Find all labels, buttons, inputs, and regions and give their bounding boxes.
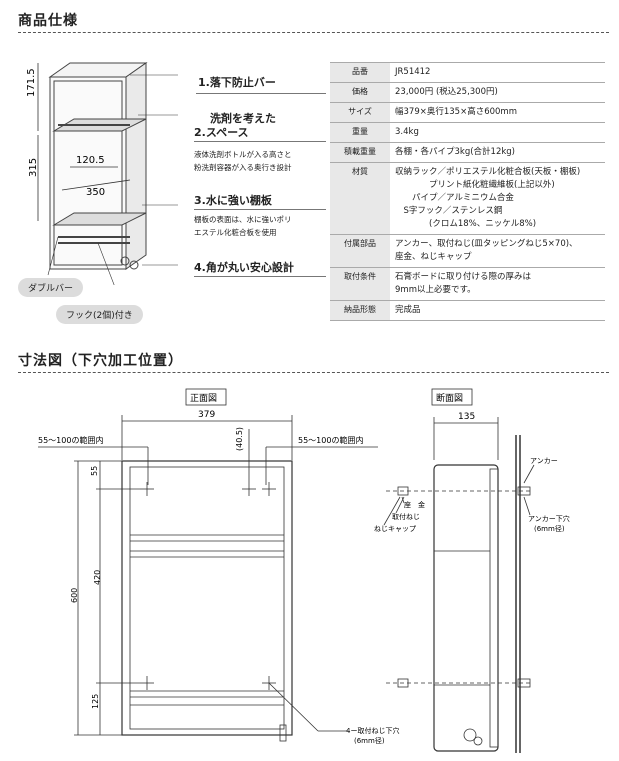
front-range-right: 55〜100の範囲内 xyxy=(298,435,363,445)
feature-3-underline xyxy=(194,209,326,210)
spec-value: 幅379×奥行135×高さ600mm xyxy=(390,102,605,123)
spec-value-line: 石膏ボードに取り付ける際の厚みは xyxy=(395,272,532,282)
feature-3-desc-line2: エステル化粧合板を使用 xyxy=(194,228,277,237)
feature-2-desc: 液体洗剤ボトルが入る高さと 粉洗剤容器が入る奥行き設計 xyxy=(194,148,292,174)
spec-row: 材質収納ラック／ポリエステル化粧合板(天板・棚板) プリント紙化粧繊維板(上記以… xyxy=(330,162,605,235)
feature-3-desc: 棚板の表面は、水に強いポリ エステル化粧合板を使用 xyxy=(194,213,292,239)
spec-key: 取付条件 xyxy=(330,267,390,301)
section-title-dimensions: 寸法図（下穴加工位置） xyxy=(18,353,183,369)
front-range-left: 55〜100の範囲内 xyxy=(38,435,103,445)
spec-key: 付属部品 xyxy=(330,234,390,268)
feature-1-title: 落下防止バー xyxy=(209,76,276,89)
feature-3-title: 水に強い棚板 xyxy=(205,194,272,207)
front-view-label: 正面図 xyxy=(190,393,217,404)
spec-row: 付属部品アンカー、取付ねじ(皿タッピングねじ5×70)、座金、ねじキャップ xyxy=(330,234,605,268)
spec-value-line: 完成品 xyxy=(395,305,421,315)
spec-row: 価格 23,000円 (税込25,300円) xyxy=(330,82,605,103)
spec-key: 積載重量 xyxy=(330,142,390,163)
spec-key: 価格 xyxy=(330,82,390,103)
section-divider xyxy=(18,32,609,33)
spec-value-line: S字フック／ステンレス鋼 xyxy=(395,206,503,216)
feature-1-underline xyxy=(196,93,326,94)
spec-value: 3.4kg xyxy=(390,122,605,143)
spec-value: 23,000円 (税込25,300円) xyxy=(390,82,605,103)
feature-2-underline xyxy=(194,141,326,142)
spec-value-line: 9mm以上必要です。 xyxy=(395,285,476,295)
side-anchor-hole1: アンカー下穴 xyxy=(528,514,570,523)
feature-4-num: 4. xyxy=(194,261,206,274)
section-title-spec: 商品仕様 xyxy=(18,13,78,29)
dim-label-315: 315 xyxy=(28,158,39,177)
spec-value: 石膏ボードに取り付ける際の厚みは 9mm以上必要です。 xyxy=(390,267,605,301)
front-hole-note2: (6mm径) xyxy=(354,736,385,745)
spec-row: 取付条件石膏ボードに取り付ける際の厚みは 9mm以上必要です。 xyxy=(330,267,605,301)
spec-row: 納品形態完成品 xyxy=(330,300,605,321)
spec-value: 収納ラック／ポリエステル化粧合板(天板・棚板) プリント紙化粧繊維板(上記以外)… xyxy=(390,162,605,235)
side-washer-label: 座 金 xyxy=(404,500,425,509)
spec-value: 完成品 xyxy=(390,300,605,321)
side-anchor-hole2: (6mm径) xyxy=(534,524,565,533)
front-height-420: 420 xyxy=(93,570,102,585)
spec-value: 各棚・各パイプ3kg(合計12kg) xyxy=(390,142,605,163)
spec-value-line: JR51412 xyxy=(395,67,431,77)
dim-label-1205: 120.5 xyxy=(76,155,105,166)
feature-3: 3.水に強い棚板 xyxy=(194,192,272,208)
spec-key: 材質 xyxy=(330,162,390,235)
feature-4-underline xyxy=(194,276,326,277)
spec-value-line: 収納ラック／ポリエステル化粧合板(天板・棚板) xyxy=(395,167,581,177)
dim-label-350: 350 xyxy=(86,187,105,198)
spec-key: 品番 xyxy=(330,62,390,83)
spec-value-line: 23,000円 (税込25,300円) xyxy=(395,87,498,97)
spec-value-line: 各棚・各パイプ3kg(合計12kg) xyxy=(395,147,515,157)
spec-row: 品番 JR51412 xyxy=(330,62,605,83)
feature-2: 2.スペース xyxy=(194,124,249,140)
feature-3-desc-line1: 棚板の表面は、水に強いポリ xyxy=(194,215,292,224)
side-anchor-label: アンカー xyxy=(530,457,558,465)
side-cap-label: ねじキャップ xyxy=(374,525,416,533)
feature-2-title-line1: 洗剤を考えた xyxy=(210,112,276,125)
feature-3-num: 3. xyxy=(194,194,206,207)
feature-4: 4.角が丸い安心設計 xyxy=(194,259,294,275)
side-depth-dim: 135 xyxy=(458,412,475,422)
side-view-label: 断面図 xyxy=(436,392,463,404)
section-divider-2 xyxy=(18,372,609,373)
front-width-dim: 379 xyxy=(198,410,215,420)
spec-value-line: (クロム18%、ニッケル8%) xyxy=(395,219,537,229)
spec-value-line: アンカー、取付ねじ(皿タッピングねじ5×70)、 xyxy=(395,239,578,249)
spec-value-line: 3.4kg xyxy=(395,127,419,137)
hook-pill: フック(2個)付き xyxy=(56,305,143,324)
spec-key: 納品形態 xyxy=(330,300,390,321)
feature-4-title: 角が丸い安心設計 xyxy=(205,261,294,274)
spec-table: 品番 JR51412 価格 23,000円 (税込25,300円) サイズ幅379×奥行… xyxy=(330,62,605,321)
spec-row: 積載重量各棚・各パイプ3kg(合計12kg) xyxy=(330,142,605,163)
side-screw-label: 取付ねじ xyxy=(392,512,420,521)
product-illustration: 171.5 315 120.5 350 xyxy=(26,62,178,285)
feature-1-num: 1. xyxy=(198,76,210,89)
front-height-125: 125 xyxy=(91,694,100,709)
feature-2-num: 2. xyxy=(194,126,206,139)
spec-row: 重量 3.4kg xyxy=(330,122,605,143)
spec-value: アンカー、取付ねじ(皿タッピングねじ5×70)、座金、ねじキャップ xyxy=(390,234,605,268)
front-view-drawing: 正面図 379 (40.5) 55〜100の範囲内 55〜100の範囲内 600… xyxy=(38,388,399,745)
feature-2-title-line2: スペース xyxy=(205,126,249,139)
feature-2-desc-line2: 粉洗剤容器が入る奥行き設計 xyxy=(194,163,292,172)
spec-key: サイズ xyxy=(330,102,390,123)
spec-row: サイズ幅379×奥行135×高さ600mm xyxy=(330,102,605,123)
spec-value-line: プリント紙化粧繊維板(上記以外) xyxy=(395,180,555,190)
spec-value-line: 幅379×奥行135×高さ600mm xyxy=(395,107,517,117)
double-bar-pill: ダブルバー xyxy=(18,278,84,297)
feature-2-desc-line1: 液体洗剤ボトルが入る高さと xyxy=(194,150,292,159)
spec-value: JR51412 xyxy=(390,62,605,83)
side-view-drawing: 断面図 135 アンカー アンカー下穴 (6mm径) 座 金 取付ねじ ねじキャ… xyxy=(374,388,570,753)
spec-key: 重量 xyxy=(330,122,390,143)
front-dim-405: (40.5) xyxy=(235,427,244,451)
front-height-600: 600 xyxy=(70,588,79,603)
spec-value-line: 座金、ねじキャップ xyxy=(395,252,472,262)
feature-1: 1.落下防止バー xyxy=(198,74,276,90)
front-height-55: 55 xyxy=(90,466,99,476)
dim-label-1715: 171.5 xyxy=(26,68,37,97)
spec-value-line: パイプ／アルミニウム合金 xyxy=(395,193,514,203)
front-hole-note1: 4ー取付ねじ下穴 xyxy=(346,726,399,735)
